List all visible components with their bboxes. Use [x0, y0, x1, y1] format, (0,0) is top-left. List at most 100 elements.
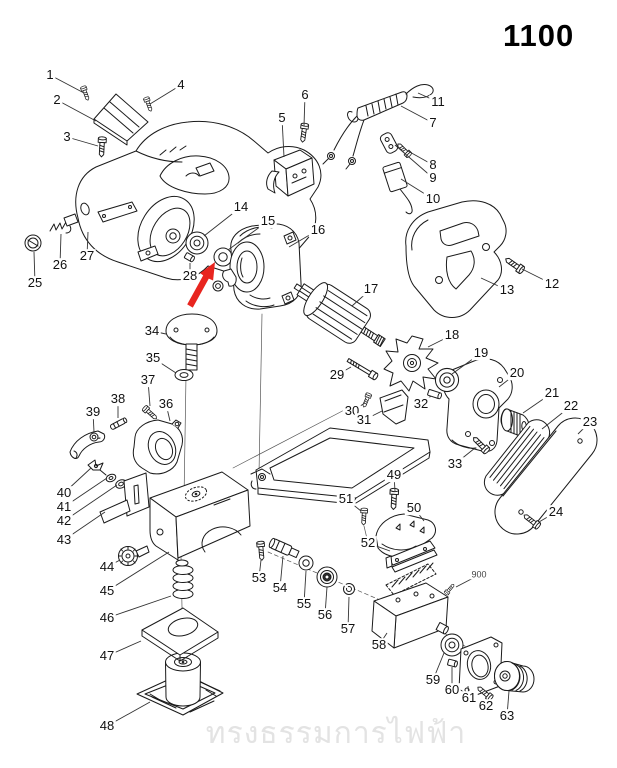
part-number-39: 39 — [83, 404, 103, 420]
cord-guard-part-7 — [347, 91, 408, 123]
part-number-23: 23 — [580, 414, 600, 430]
part-number-8: 8 — [427, 157, 439, 173]
screw-part-51 — [359, 507, 369, 526]
washer-part-41 — [105, 473, 117, 483]
screw-part-12 — [502, 254, 526, 275]
switch-part-5 — [266, 149, 315, 197]
part-number-52: 52 — [358, 535, 378, 551]
field-stator-part-16 — [222, 223, 302, 310]
part-number-20: 20 — [507, 365, 527, 381]
pin-part-38 — [109, 417, 128, 430]
part-number-11: 11 — [429, 94, 447, 110]
part-number-47: 47 — [97, 648, 117, 664]
part-number-56: 56 — [315, 607, 335, 623]
knob-part-34 — [165, 313, 218, 371]
part-number-38: 38 — [108, 391, 128, 407]
retainer-part-28 — [183, 252, 195, 263]
part-number-43: 43 — [54, 532, 74, 548]
chip-deflector-part-50 — [375, 513, 436, 558]
base-assembly-part-45 — [149, 427, 431, 561]
leader-line-9 — [394, 144, 434, 179]
leader-line-1 — [49, 74, 85, 94]
fence-bracket-part-43 — [99, 472, 150, 524]
rear-handle-part-13 — [405, 200, 507, 318]
part-number-61: 61 — [459, 690, 479, 706]
part-number-14: 14 — [231, 199, 251, 215]
pin-part-60 — [447, 658, 458, 668]
washer-part-55 — [298, 555, 314, 571]
bolt-part-29 — [346, 358, 379, 381]
guard-plate — [69, 430, 106, 460]
blade-set-part-52 — [385, 540, 438, 596]
part-number-50: 50 — [404, 500, 424, 516]
part-number-37: 37 — [138, 372, 158, 388]
grommet-part-39 — [89, 432, 99, 442]
washer-part-15 — [213, 247, 233, 267]
part-number-10: 10 — [423, 191, 443, 207]
cover-plate-part-2 — [93, 93, 149, 146]
spring-part-46 — [172, 559, 194, 599]
part-number-53: 53 — [249, 570, 269, 586]
part-number-62: 62 — [476, 698, 496, 714]
bearing-part-59 — [440, 633, 464, 657]
part-number-27: 27 — [77, 248, 97, 264]
part-number-45: 45 — [97, 583, 117, 599]
screw-part-1 — [79, 84, 92, 102]
leader-line-2 — [56, 99, 97, 122]
switch-wires — [322, 115, 365, 170]
carbon-brush-part-26 — [49, 213, 79, 234]
part-number-60: 60 — [442, 682, 462, 698]
brush-cap-part-25 — [24, 234, 42, 252]
part-number-31: 31 — [354, 412, 374, 428]
ring-part-57 — [343, 583, 355, 595]
plate-part-47 — [141, 607, 219, 662]
part-number-5: 5 — [276, 110, 288, 126]
part-number-36: 36 — [156, 396, 176, 412]
part-number-34: 34 — [142, 323, 162, 339]
leader-line-45 — [106, 551, 170, 592]
part-number-51: 51 — [336, 491, 356, 507]
capacitor-part-10 — [382, 161, 413, 215]
bearing-part-56 — [316, 566, 338, 588]
part-number-12: 12 — [542, 276, 562, 292]
watermark-text: ทรงธรรมการไฟฟ้า — [205, 717, 467, 750]
part-number-59: 59 — [423, 672, 443, 688]
part-number-3: 3 — [61, 129, 73, 145]
terminal-plate-part-9 — [379, 132, 399, 154]
part-number-16: 16 — [308, 222, 328, 238]
knob-part-44 — [118, 545, 150, 566]
highlight-arrow — [187, 262, 215, 308]
front-grip-part-36 — [132, 419, 183, 475]
screw-part-8 — [395, 141, 413, 159]
model-number-title: 1100 — [503, 18, 575, 53]
part-number-29: 29 — [327, 367, 347, 383]
part-number-25: 25 — [25, 275, 45, 291]
part-number-55: 55 — [294, 596, 314, 612]
part-number-1: 1 — [44, 67, 56, 83]
part-number-33: 33 — [445, 456, 465, 472]
part-number-9: 9 — [427, 170, 439, 186]
part-number-44: 44 — [97, 559, 117, 575]
part-number-2: 2 — [51, 92, 63, 108]
shaft-part-54 — [268, 537, 300, 559]
part-number-900: 900 — [469, 569, 489, 580]
armature-part-17 — [293, 282, 386, 347]
part-number-46: 46 — [97, 610, 117, 626]
wing-bolt-part-40 — [87, 459, 107, 476]
part-number-13: 13 — [497, 282, 517, 298]
part-number-63: 63 — [497, 708, 517, 724]
part-number-40: 40 — [54, 485, 74, 501]
screw-part-4 — [142, 95, 155, 113]
part-number-54: 54 — [270, 580, 290, 596]
power-cord-part-11 — [405, 84, 434, 99]
part-number-49: 49 — [384, 467, 404, 483]
part-number-35: 35 — [143, 350, 163, 366]
leader-line-46 — [106, 595, 172, 619]
pulley-part-63 — [494, 661, 535, 693]
pin-part-32 — [427, 389, 442, 400]
part-number-26: 26 — [50, 257, 70, 273]
part-number-6: 6 — [299, 87, 311, 103]
base-part-48 — [136, 652, 224, 716]
